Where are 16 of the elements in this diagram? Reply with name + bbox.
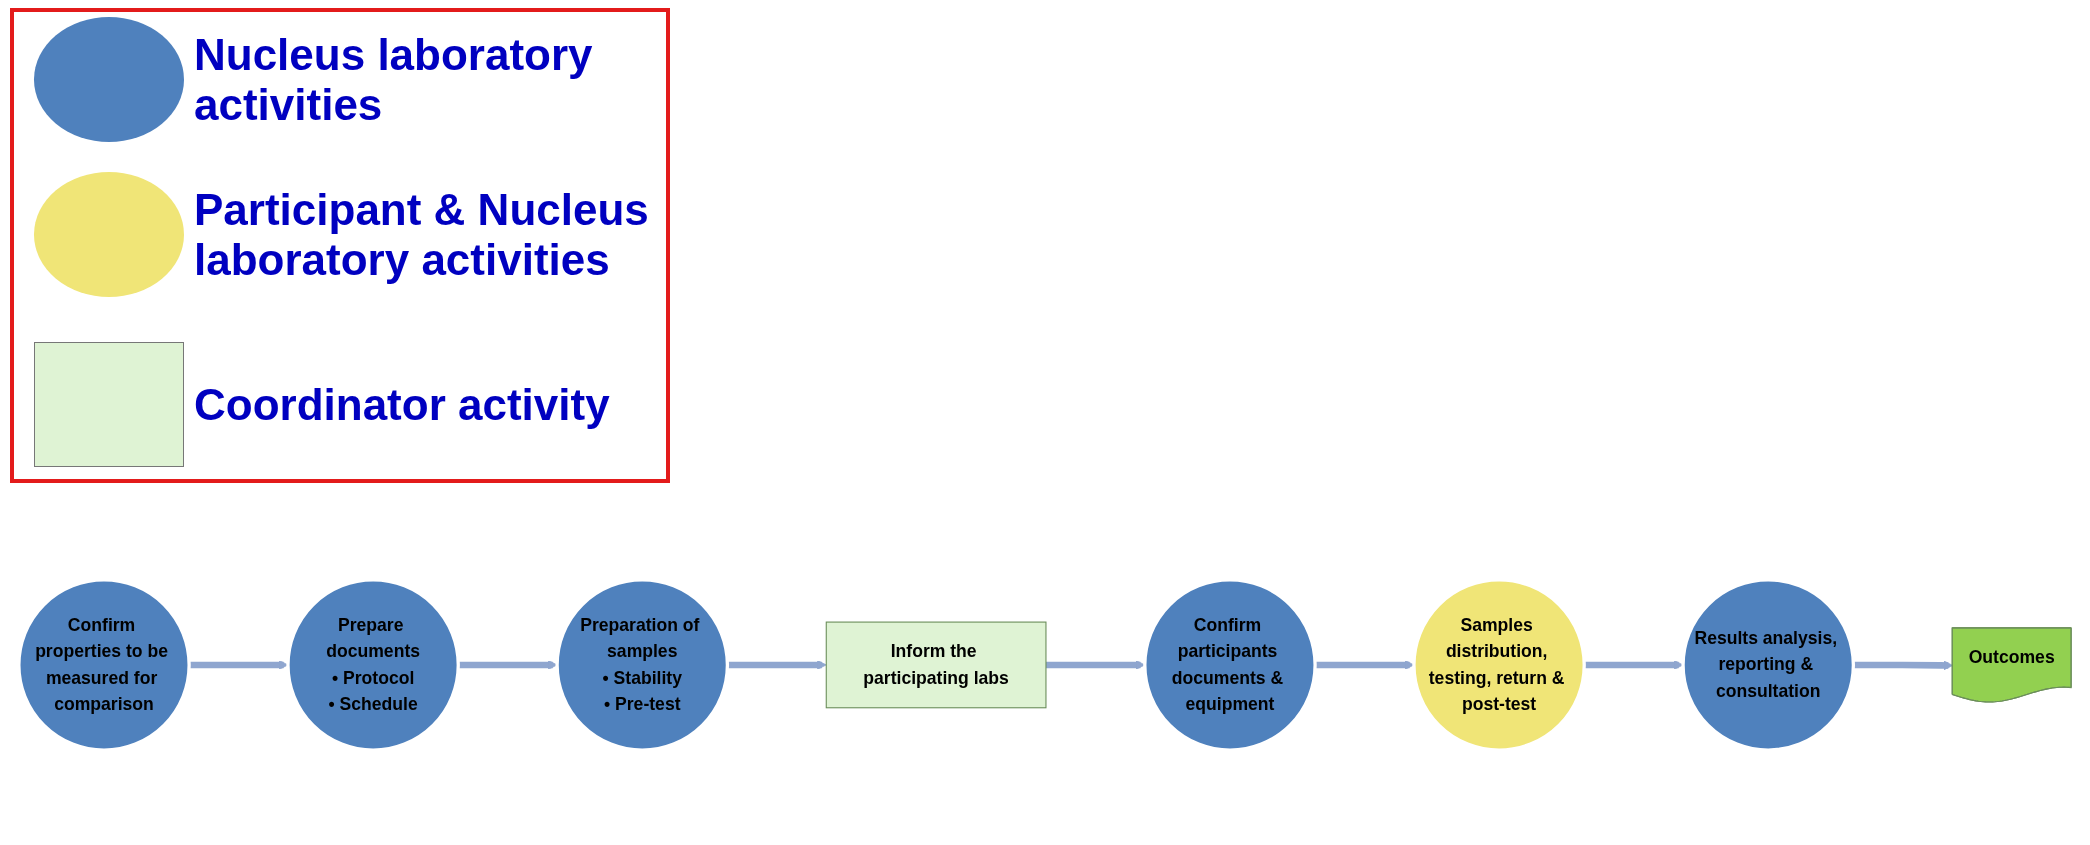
- arrow: [1315, 660, 1415, 670]
- node-circle: Preparation of samples • Stability • Pre-test: [555, 578, 730, 752]
- node-box: Inform the participating labs: [825, 621, 1047, 709]
- arrow: [1584, 660, 1684, 670]
- node-circle: Confirm participants documents & equipment: [1143, 578, 1317, 752]
- node-circle: Results analysis, reporting & consultation: [1681, 578, 1855, 752]
- node-circle: Confirm properties to be measured for comparison: [17, 578, 191, 752]
- node-circle: Samples distribution, testing, return & post-test: [1412, 578, 1586, 752]
- arrow: [458, 660, 558, 670]
- legend-text: Participant & Nucleus laboratory activities: [194, 184, 650, 285]
- node-circle: Prepare documents • Protocol • Schedule: [286, 578, 460, 752]
- arrow: [727, 660, 827, 670]
- legend-text: Nucleus laboratory activities: [194, 29, 594, 130]
- legend-text: Coordinator activity: [194, 379, 611, 430]
- arrow: [189, 660, 289, 670]
- arrow: [1853, 660, 1954, 671]
